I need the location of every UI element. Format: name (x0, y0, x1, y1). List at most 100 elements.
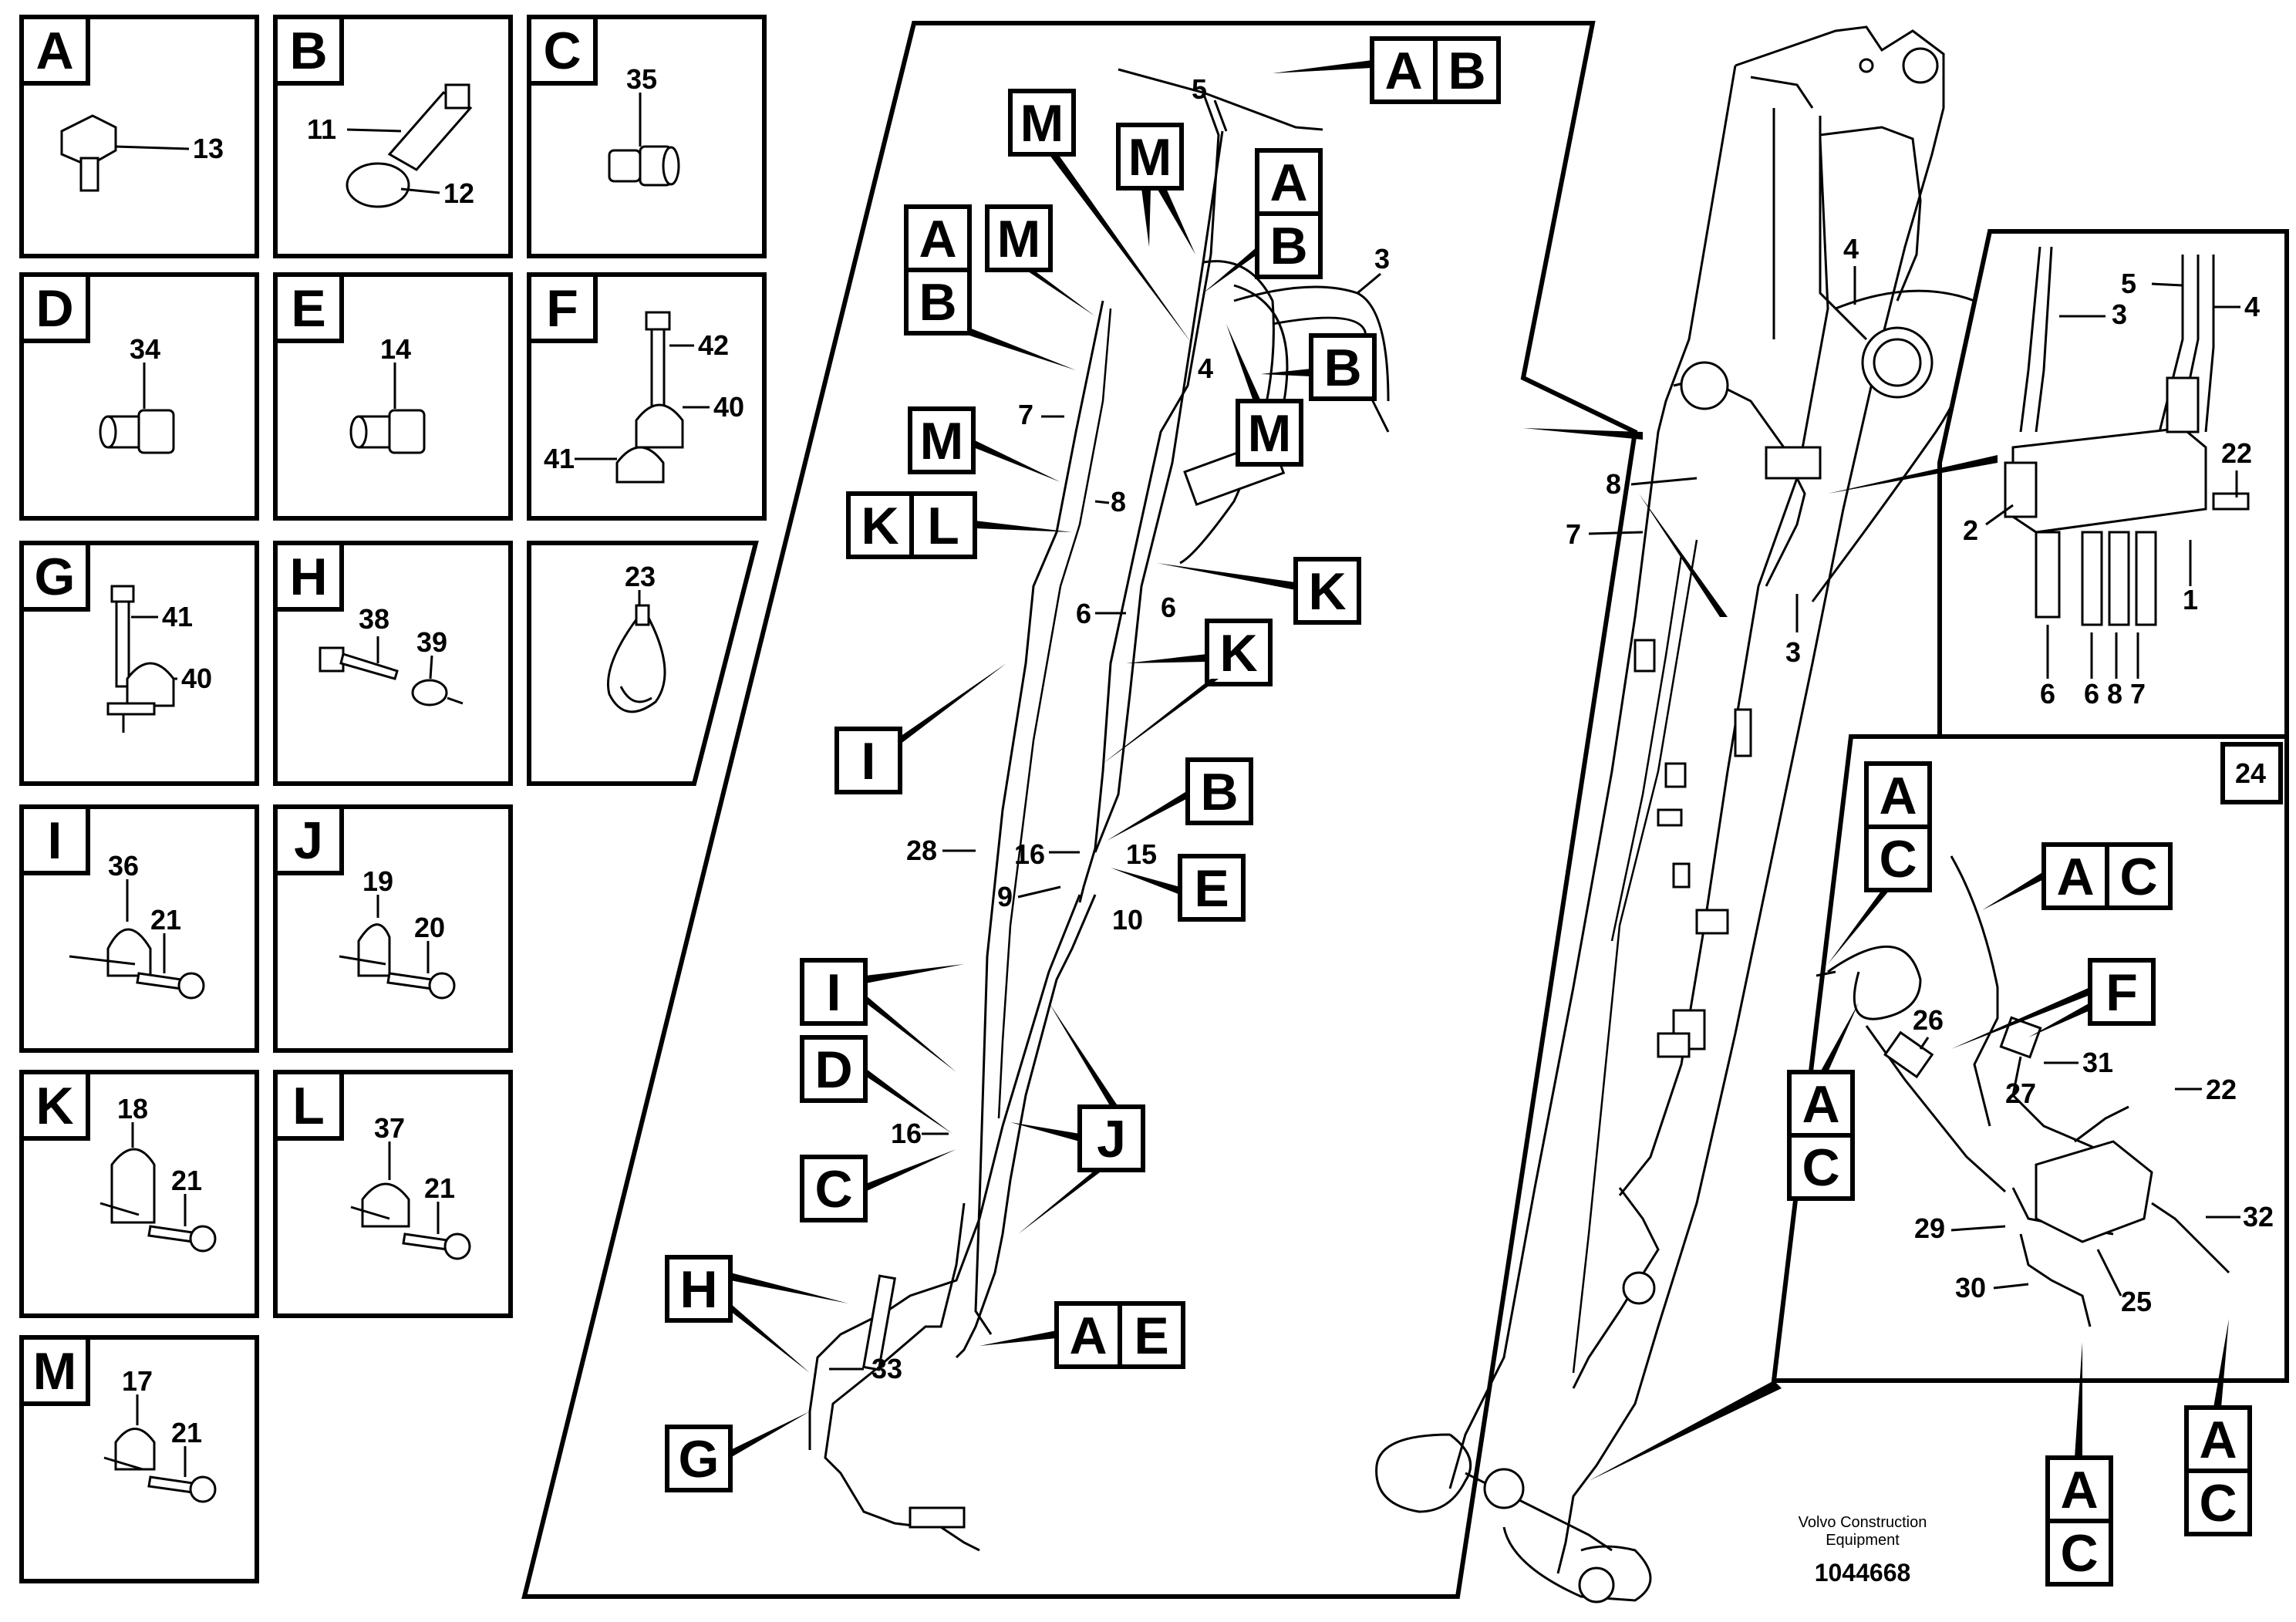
svg-text:B: B (1323, 339, 1361, 397)
center-callout-i-2: I (800, 958, 868, 1026)
part-20: 20 (414, 912, 445, 943)
center-callout-m-1: M (1008, 89, 1076, 157)
svg-text:I: I (827, 963, 841, 1022)
detail-panel-m: M 17 21 (19, 1335, 259, 1583)
detail-panel-k: K 18 21 (19, 1070, 259, 1318)
detail-panel-c: C 35 (527, 15, 767, 258)
detail-panel-k-letter: K (35, 1077, 73, 1135)
footer-drawing-number: 1044668 (1815, 1559, 1911, 1587)
svg-text:B: B (1269, 217, 1307, 275)
center-callout-a-4: A (1054, 1301, 1122, 1369)
center-callout-b-4: B (1309, 333, 1377, 401)
part-38: 38 (359, 603, 389, 635)
variant-callout-c-3: C (1787, 1133, 1855, 1201)
part-39: 39 (416, 626, 447, 658)
valve-num-4: 4 (2244, 291, 2260, 322)
detail-panel-f: F 42 40 41 (527, 272, 767, 521)
variant-callout-a-1: A (1864, 761, 1932, 829)
variant-num-22: 22 (2206, 1074, 2237, 1105)
svg-text:C: C (2060, 1524, 2098, 1583)
svg-text:I: I (861, 732, 876, 791)
svg-text:G: G (679, 1430, 720, 1489)
center-callout-c-1: C (800, 1155, 868, 1222)
boom-num-3: 3 (1785, 636, 1801, 668)
valve-num-22: 22 (2221, 437, 2252, 469)
detail-panel-j-letter: J (294, 811, 323, 870)
detail-panel-f-letter: F (546, 279, 578, 338)
svg-text:C: C (2119, 848, 2157, 906)
footer-company-line1: Volvo Construction (1799, 1514, 1927, 1531)
variant-num-31: 31 (2082, 1047, 2113, 1078)
center-callout-m-4: M (1236, 399, 1303, 467)
svg-text:A: A (2056, 848, 2094, 906)
variant-num-27: 27 (2005, 1077, 2036, 1109)
part-21c: 21 (424, 1172, 455, 1204)
svg-text:A: A (1384, 42, 1422, 100)
svg-text:B: B (1200, 763, 1238, 821)
center-callout-k-1: K (846, 491, 914, 559)
center-num-16a: 16 (1014, 838, 1045, 870)
part-21d: 21 (171, 1417, 202, 1448)
detail-panel-m-letter: M (33, 1342, 77, 1401)
center-callout-i-1: I (834, 727, 902, 794)
valve-num-5: 5 (2121, 268, 2136, 299)
detail-panel-e: E 14 (273, 272, 513, 521)
detail-panel-i: I 36 21 (19, 804, 259, 1053)
center-num-3: 3 (1374, 243, 1390, 275)
boom-view: 4 8 7 3 (1375, 25, 1977, 1603)
part-19: 19 (362, 865, 393, 897)
variant-num-32: 32 (2243, 1201, 2274, 1233)
svg-text:F: F (2106, 963, 2138, 1022)
detail-panel-d: D 34 (19, 272, 259, 521)
part-42: 42 (698, 329, 729, 361)
svg-text:K: K (1219, 624, 1257, 683)
center-callout-l-1: L (909, 491, 977, 559)
variant-callout-a-5: A (2184, 1405, 2252, 1473)
detail-panel-b-letter: B (289, 22, 327, 80)
part-41: 41 (544, 443, 575, 474)
center-num-33: 33 (872, 1353, 902, 1384)
variant-callout-c-1: C (1864, 824, 1932, 892)
center-num-5: 5 (1192, 73, 1207, 105)
footer: Volvo Construction Equipment 1044668 (1799, 1514, 1927, 1587)
valve-num-1: 1 (2183, 584, 2198, 615)
detail-panel-g: G 41 40 (19, 541, 259, 786)
part-35: 35 (626, 63, 657, 95)
svg-text:C: C (1879, 830, 1917, 889)
center-callout-m-3: M (985, 204, 1053, 272)
center-callout-k-2: K (1293, 557, 1361, 625)
center-callout-h-1: H (665, 1255, 733, 1323)
svg-text:B: B (919, 273, 956, 332)
boom-num-7: 7 (1566, 518, 1581, 550)
part-11: 11 (307, 113, 336, 145)
center-num-4: 4 (1198, 352, 1213, 384)
center-callout-d-1: D (800, 1035, 868, 1103)
center-num-8: 8 (1111, 486, 1126, 518)
center-callout-b-1: B (1433, 36, 1501, 104)
svg-text:E: E (1134, 1307, 1168, 1365)
center-callout-b-2: B (1255, 211, 1323, 279)
detail-panel-b: B 11 12 (273, 15, 513, 258)
center-callout-m-5: M (908, 406, 976, 474)
boom-num-4: 4 (1843, 233, 1859, 265)
variant-callout-a-4: A (2045, 1455, 2113, 1523)
center-callout-m-2: M (1116, 123, 1184, 191)
detail-panel-g-letter: G (35, 548, 76, 606)
part-40b: 40 (181, 663, 212, 694)
part-36: 36 (108, 850, 139, 882)
center-callout-e-2: E (1118, 1301, 1185, 1369)
valve-num-7: 7 (2130, 678, 2146, 710)
center-callout-j-1: J (1077, 1104, 1145, 1172)
svg-text:E: E (1194, 859, 1229, 918)
detail-panel-strap: 23 (527, 541, 759, 786)
footer-company-line2: Equipment (1826, 1532, 1900, 1549)
svg-text:C: C (1802, 1138, 1839, 1197)
variant-num-30: 30 (1955, 1272, 1986, 1303)
center-num-9: 9 (997, 881, 1013, 912)
svg-text:K: K (1308, 562, 1346, 621)
part-13: 13 (193, 133, 224, 164)
center-num-6a: 6 (1076, 598, 1091, 629)
variant-callout-c-4: C (2045, 1519, 2113, 1587)
variant-callout-c-5: C (2184, 1469, 2252, 1536)
valve-num-3: 3 (2112, 298, 2127, 330)
